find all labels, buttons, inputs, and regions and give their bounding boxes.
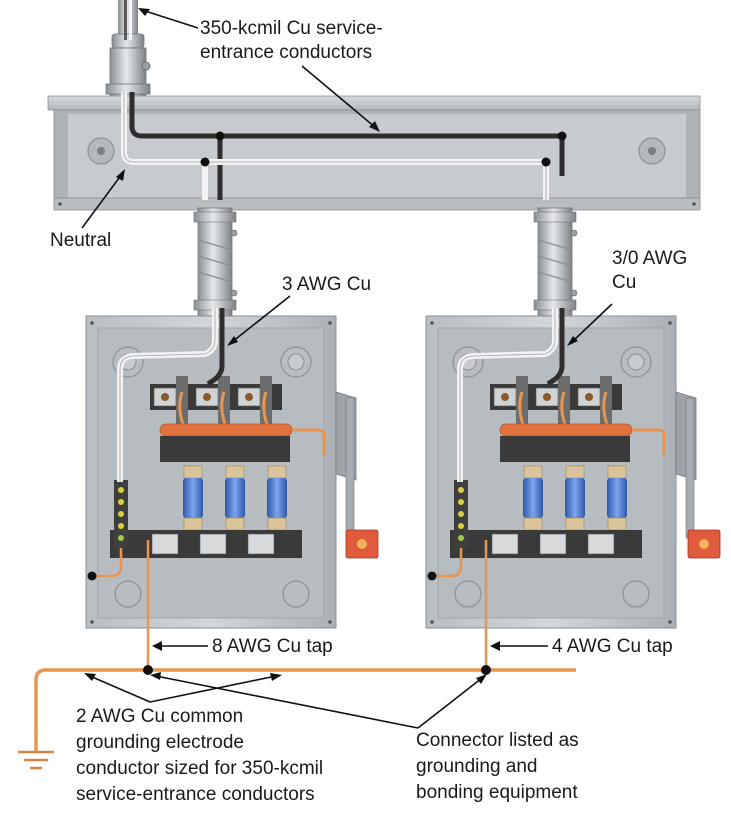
tap8-label: 8 AWG Cu tap — [212, 636, 333, 657]
left-fuse-a — [183, 465, 203, 531]
service-label-line1: 350-kcmil Cu service- — [200, 18, 383, 39]
gec-label-line2: grounding electrode — [76, 732, 244, 753]
left-disconnect — [85, 308, 379, 629]
neutral-label: Neutral — [50, 230, 111, 251]
gec-label-line3: conductor sized for 350-kcmil — [76, 758, 323, 779]
connector-label-line1: Connector listed as — [416, 730, 579, 751]
tap4-label: 4 AWG Cu tap — [552, 636, 673, 657]
gec-label-line1: 2 AWG Cu common — [76, 706, 243, 727]
gec-label-line4: service-entrance conductors — [76, 784, 315, 805]
awg30-label-line1: 3/0 AWG — [612, 248, 687, 269]
gutter-conductors — [121, 92, 567, 200]
left-fuse-b — [225, 465, 245, 531]
right-fuse-b — [565, 465, 585, 531]
left-fuse-c — [267, 465, 287, 531]
right-disconnect — [425, 308, 721, 629]
wireway-gutter — [47, 95, 701, 211]
right-fuse-a — [523, 465, 543, 531]
ground-symbol-icon — [18, 750, 54, 770]
grounding-electrode-conductor — [34, 628, 576, 752]
leader-lines — [81, 8, 613, 729]
awg3-label: 3 AWG Cu — [282, 274, 371, 295]
right-nipple — [533, 207, 578, 321]
left-nipple — [193, 207, 238, 321]
right-fuse-c — [607, 465, 627, 531]
connector-label-line2: grounding and — [416, 756, 538, 777]
service-label-line2: entrance conductors — [200, 42, 372, 63]
awg30-label-line2: Cu — [612, 272, 636, 293]
service-conduit — [105, 0, 151, 105]
connector-label-line3: bonding equipment — [416, 782, 578, 803]
